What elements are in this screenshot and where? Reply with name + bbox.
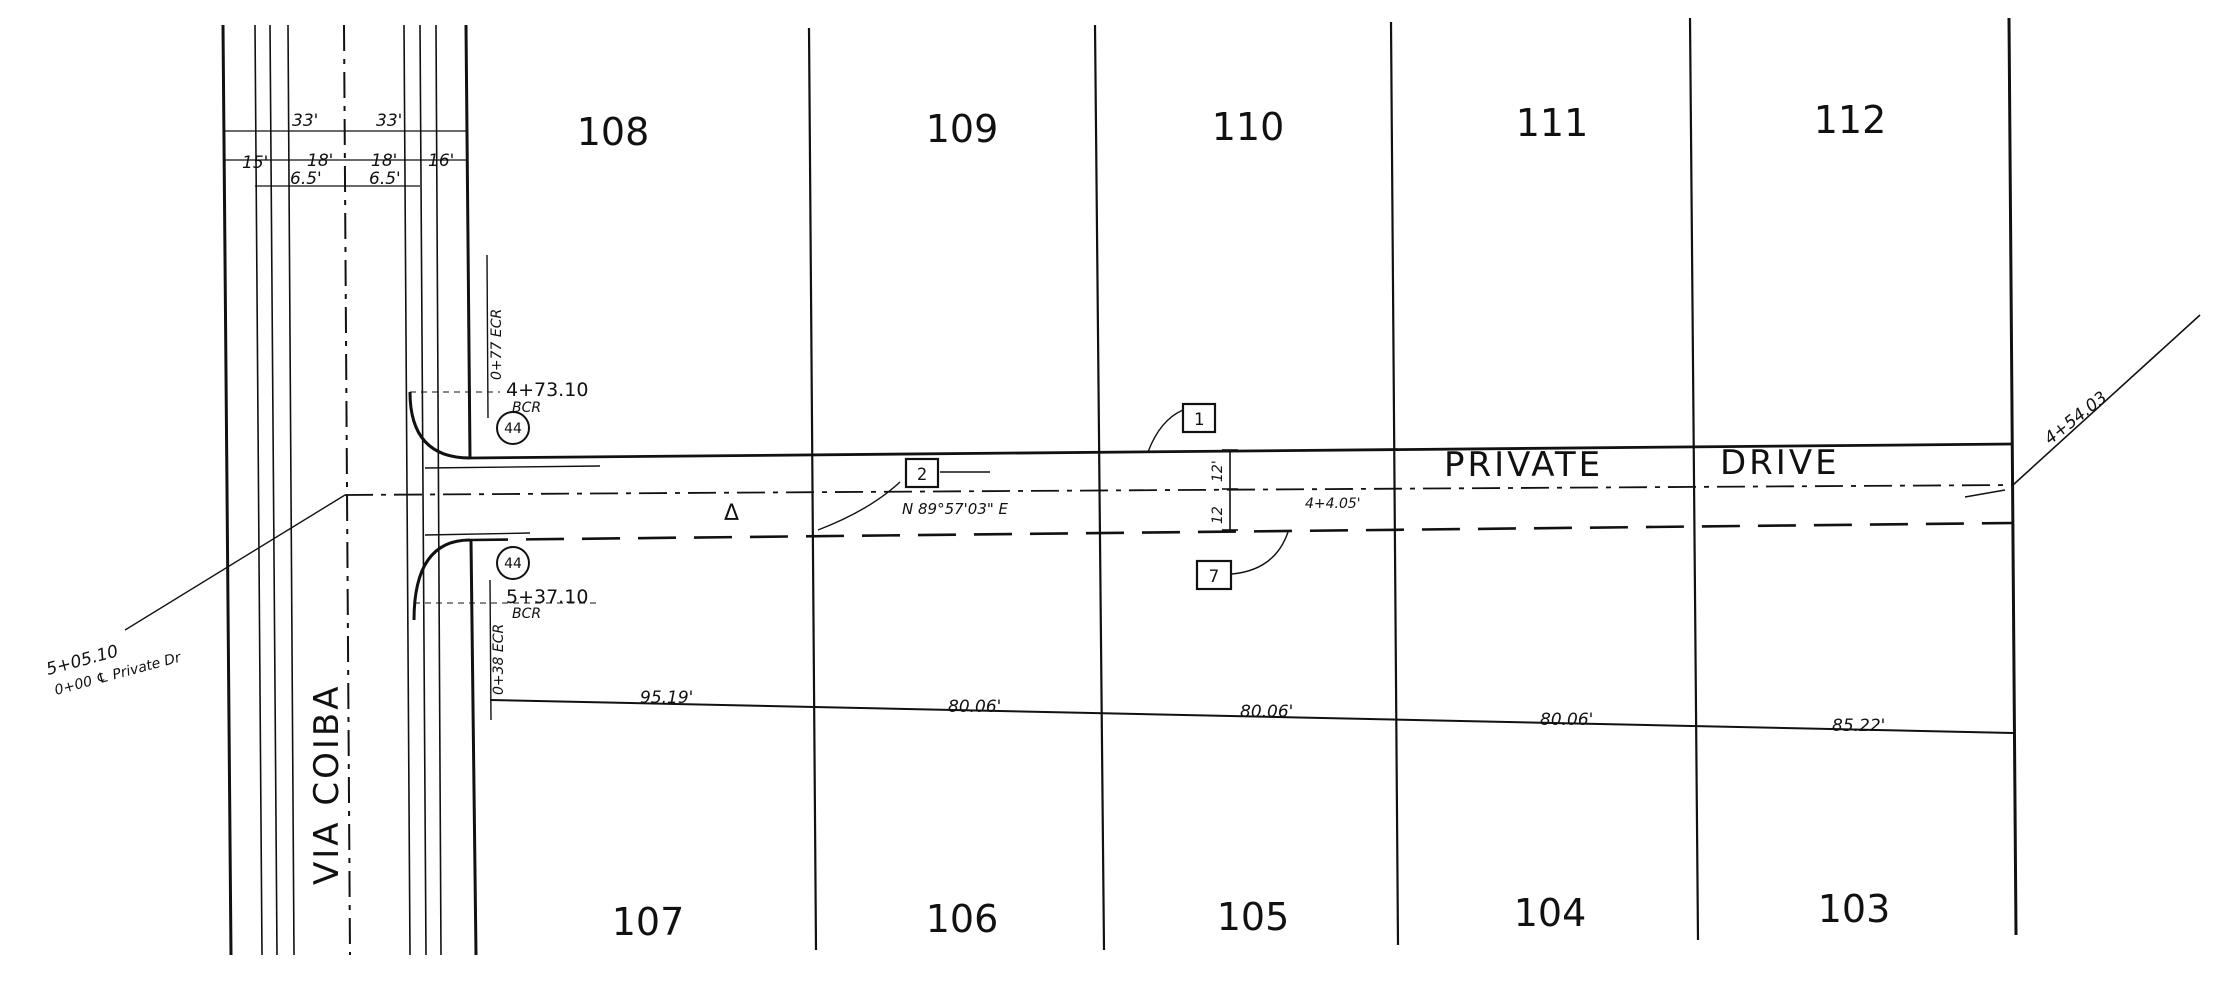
lot-108: 108 (577, 110, 650, 154)
note-7-box (1195, 559, 1233, 591)
lot-105: 105 (1217, 895, 1290, 939)
private-drive-south-line (469, 521, 2014, 542)
row-dim-6-5-right: 6.5' (369, 169, 401, 189)
left-station-leader (124, 494, 346, 631)
row-dim-15: 15' (242, 153, 268, 173)
street-name-drive: DRIVE (1720, 443, 1840, 483)
note-2-box (904, 457, 940, 489)
delta-symbol: Δ (724, 501, 739, 526)
row-dim-16: 16' (428, 151, 454, 171)
curve-circle-lower (496, 546, 530, 580)
bearing-leader (817, 481, 901, 531)
via-coiba-row-west (221, 24, 233, 956)
street-name-private: PRIVATE (1444, 445, 1603, 485)
via-coiba-line-3 (269, 24, 278, 956)
inner-stub-line (424, 465, 601, 469)
width-lower: 12 (1210, 506, 1226, 524)
right-end-arrow (1964, 489, 2006, 498)
lot-106: 106 (926, 897, 999, 941)
station-mid: 4+4.05' (1305, 496, 1361, 512)
lot-line-5 (2007, 17, 2018, 936)
frontage-lot-105: 80.06' (1240, 702, 1293, 722)
lot-112: 112 (1814, 98, 1887, 142)
via-coiba-centerline (343, 24, 351, 956)
via-coiba-line-2 (254, 24, 263, 956)
row-dim-33-right: 33' (376, 111, 402, 131)
station-right-end: 4+54.03 (2041, 388, 2111, 449)
frontage-lot-107: 95.19' (640, 688, 693, 708)
frontage-line (489, 699, 2014, 734)
curve-label-upper: 44 (504, 421, 522, 437)
street-name-via-coiba: VIA COIBA (307, 684, 347, 885)
private-drive-centerline (344, 484, 2014, 496)
frontage-lot-104: 80.06' (1540, 710, 1593, 730)
via-coiba-line-8 (435, 24, 442, 956)
curve-label-lower: 44 (504, 556, 522, 572)
curb-return-north (408, 391, 471, 460)
ecr-vertical-lower (489, 579, 492, 721)
via-coiba-line-7 (419, 24, 427, 956)
via-coiba-line-4 (287, 24, 295, 956)
note-1-number: 1 (1194, 410, 1204, 430)
station-bcr-upper-sub: BCR (512, 400, 541, 416)
curb-return-south (412, 538, 471, 621)
note-7-number: 7 (1209, 567, 1219, 587)
via-coiba-row-east-lower (469, 539, 478, 956)
width-upper: 12' (1210, 460, 1226, 482)
station-ecr-upper: 0+77 ECR (489, 309, 505, 380)
ecr-vertical-upper (486, 254, 489, 419)
via-coiba-line-6 (403, 24, 411, 956)
lot-109: 109 (926, 107, 999, 151)
station-bcr-upper: 4+73.10 (506, 379, 588, 401)
row-dim-33-left: 33' (292, 111, 318, 131)
lot-110: 110 (1212, 105, 1285, 149)
via-coiba-row-east-upper (464, 24, 472, 459)
lot-107: 107 (612, 900, 685, 944)
lot-line-2 (1093, 24, 1106, 951)
row-dim-18-left: 18' (307, 151, 333, 171)
lot-line-1 (807, 27, 818, 951)
station-ecr-lower: 0+38 ECR (491, 624, 507, 695)
station-bcr-lower: 5+37.10 (506, 586, 588, 608)
lot-103: 103 (1818, 887, 1891, 931)
lot-104: 104 (1514, 891, 1587, 935)
note-2-number: 2 (917, 465, 927, 485)
curve-circle-upper (496, 411, 530, 445)
note-1-leader (1147, 409, 1184, 453)
lot-111: 111 (1516, 101, 1589, 145)
inner-stub-line-2 (424, 532, 531, 536)
row-dim-6-5-left: 6.5' (290, 169, 322, 189)
station-bcr-lower-sub: BCR (512, 606, 541, 622)
lot-line-4 (1688, 17, 1700, 941)
frontage-lot-103: 85.22' (1832, 716, 1885, 736)
lot-line-3 (1389, 21, 1400, 946)
private-drive-north-line (469, 442, 2014, 460)
centerline-bearing: N 89°57'03" E (902, 500, 1009, 518)
note-7-leader (1231, 531, 1289, 575)
right-station-leader (2012, 314, 2201, 486)
row-dim-18-right: 18' (371, 151, 397, 171)
note-1-box (1181, 402, 1217, 434)
frontage-lot-106: 80.06' (948, 697, 1001, 717)
